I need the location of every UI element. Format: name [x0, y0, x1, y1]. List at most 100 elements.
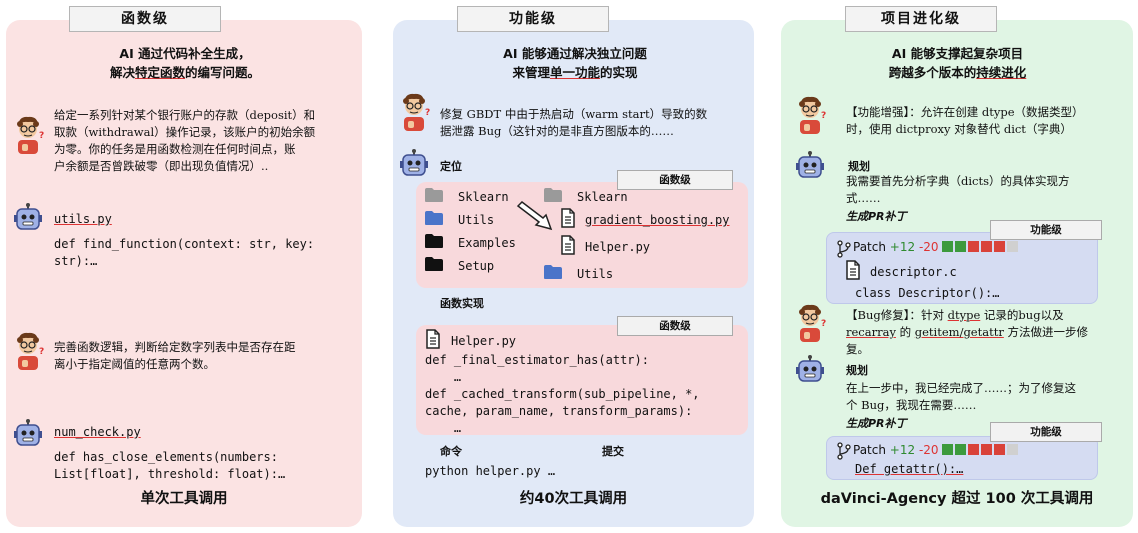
task-description: 【功能增强】：允许在创建 dtype（数据类型） 时，使用 dictproxy … — [846, 104, 1131, 138]
diff-square — [1007, 241, 1019, 252]
diff-square — [981, 444, 993, 455]
code-line: Def getattr():… — [855, 462, 964, 476]
tree-item[interactable]: Sklearn — [577, 190, 628, 204]
folder-icon — [424, 187, 444, 203]
text-line: 据泄露 Bug（这针对的是非直方图版本的…… — [440, 124, 674, 138]
text-line: 【功能增强】：允许在创建 dtype（数据类型） — [846, 105, 1084, 119]
function-level-panel — [6, 20, 362, 527]
text-line: recarray 的 getitem/getattr 方法做进一步修 — [846, 324, 1131, 341]
header-emphasis: 单一功能 — [549, 65, 600, 80]
diff-square — [994, 241, 1006, 252]
level-tag: 函数级 — [617, 316, 733, 336]
additions-count: +12 — [889, 240, 916, 254]
impl-label: 函数实现 — [440, 297, 484, 310]
tree-item[interactable]: gradient_boosting.py — [585, 213, 730, 227]
locate-label: 定位 — [440, 160, 462, 173]
code-line: def _final_estimator_has(attr): — [425, 353, 649, 367]
patch-label: Patch — [853, 240, 886, 254]
diff-square — [955, 241, 967, 252]
robot-icon — [12, 418, 44, 450]
task-description: 【Bug修复】：针对 dtype 记录的bug以及 recarray 的 get… — [846, 307, 1131, 358]
text-line: 个 Bug，我现在需要…… — [846, 398, 977, 412]
patch-gen-label: 生成PR补丁 — [846, 210, 907, 223]
header-line: 跨越多个版本的持续进化 — [800, 63, 1115, 82]
diff-square — [968, 444, 980, 455]
level-tag: 功能级 — [990, 220, 1102, 240]
plan-label: 规划 — [846, 364, 868, 377]
text-line: 修复 GBDT 中由于热启动（warm start）导致的数 — [440, 107, 708, 121]
header-emphasis: 特定函数 — [134, 65, 185, 80]
text-line: 我需要首先分析字典（dicts）的具体实现方 — [846, 174, 1070, 188]
folder-icon — [424, 210, 444, 226]
code-block: def find_function(context: str, key: str… — [54, 236, 354, 270]
header-text: 来管理 — [512, 65, 550, 80]
folder-icon — [543, 264, 563, 280]
deletions-count: -20 — [918, 443, 939, 457]
panel-header: AI 能够通过解决独立问题 来管理单一功能的实现 — [420, 44, 730, 82]
text-line: 在上一步中，我已经完成了……；为了修复这 — [846, 381, 1076, 395]
patch-gen-label: 生成PR补丁 — [846, 417, 907, 430]
person-icon — [794, 302, 826, 342]
text-emphasis: getitem/getattr — [914, 325, 1004, 339]
text-line: 户余额是否曾跌破零（即出现负值情况）.. — [54, 159, 269, 173]
header-text: 的编写问题。 — [185, 65, 261, 80]
code-block: def has_close_elements(numbers: List[flo… — [54, 449, 354, 483]
tree-item[interactable]: Sklearn — [458, 190, 509, 204]
person-icon — [12, 114, 44, 154]
panel-footer: daVinci-Agency 超过 100 次工具调用 — [820, 491, 1094, 507]
panel-footer: 约40次工具调用 — [519, 491, 628, 507]
tree-item[interactable]: Helper.py — [585, 240, 651, 254]
additions-count: +12 — [889, 443, 916, 457]
person-icon — [794, 94, 826, 134]
plan-label: 规划 — [848, 160, 870, 173]
header-line: 解决特定函数的编写问题。 — [40, 63, 330, 82]
git-branch-icon — [837, 240, 851, 258]
text-line: 完善函数逻辑，判断给定数字列表中是否存在距 — [54, 340, 296, 354]
text: 记录的bug以及 — [980, 308, 1064, 322]
file-icon — [425, 329, 441, 349]
tree-item[interactable]: Utils — [458, 213, 495, 227]
file-icon — [560, 235, 576, 255]
locate-box — [416, 182, 748, 288]
task-description: 给定一系列针对某个银行账户的存款（deposit）和 取款（withdrawal… — [54, 107, 354, 175]
file-name: descriptor.c — [870, 265, 957, 279]
plan-text: 在上一步中，我已经完成了……；为了修复这 个 Bug，我现在需要…… — [846, 380, 1131, 414]
command-line: python helper.py … — [425, 464, 556, 478]
patch-stats: Patch +12 -20 — [853, 443, 1020, 457]
file-icon — [560, 208, 576, 228]
panel-footer: 单次工具调用 — [140, 491, 228, 507]
text: 的 — [895, 325, 915, 339]
header-line: AI 通过代码补全生成， — [119, 46, 251, 61]
header-emphasis: 持续进化 — [976, 65, 1027, 80]
robot-icon — [12, 202, 44, 234]
panel-tab-project: 项目进化级 — [845, 6, 997, 32]
tree-item[interactable]: Utils — [577, 267, 614, 281]
patch-stats: Patch +12 -20 — [853, 240, 1020, 254]
code-line: def _cached_transform(sub_pipeline, *, — [425, 387, 700, 401]
tree-item[interactable]: Examples — [458, 236, 516, 250]
text-line: 式…… — [846, 191, 881, 205]
code-block: def _final_estimator_has(attr): … def _c… — [425, 352, 745, 437]
person-icon — [12, 330, 44, 370]
file-name: utils.py — [54, 212, 112, 226]
git-branch-icon — [837, 442, 851, 460]
header-text: 的实现 — [600, 65, 638, 80]
commit-label: 提交 — [602, 445, 624, 458]
folder-icon — [424, 256, 444, 272]
panel-header: AI 通过代码补全生成， 解决特定函数的编写问题。 — [40, 44, 330, 82]
panel-header: AI 能够支撑起复杂项目 跨越多个版本的持续进化 — [800, 44, 1115, 82]
file-name: num_check.py — [54, 425, 141, 439]
tree-item[interactable]: Setup — [458, 259, 495, 273]
text-emphasis: recarray — [846, 325, 896, 339]
file-name: Helper.py — [451, 334, 517, 348]
code-line: … — [425, 421, 462, 435]
text: 【Bug修复】：针对 — [846, 308, 948, 322]
text-line: 时，使用 dictproxy 对象替代 dict（字典） — [846, 122, 1072, 136]
diff-square — [981, 241, 993, 252]
text-line: 复。 — [846, 342, 869, 356]
header-line: AI 能够支撑起复杂项目 — [891, 46, 1024, 61]
task-description: 完善函数逻辑，判断给定数字列表中是否存在距 离小于指定阈值的任意两个数。 — [54, 339, 354, 373]
panel-tab-function: 函数级 — [69, 6, 221, 32]
person-icon — [398, 91, 430, 131]
diff-square — [942, 241, 954, 252]
